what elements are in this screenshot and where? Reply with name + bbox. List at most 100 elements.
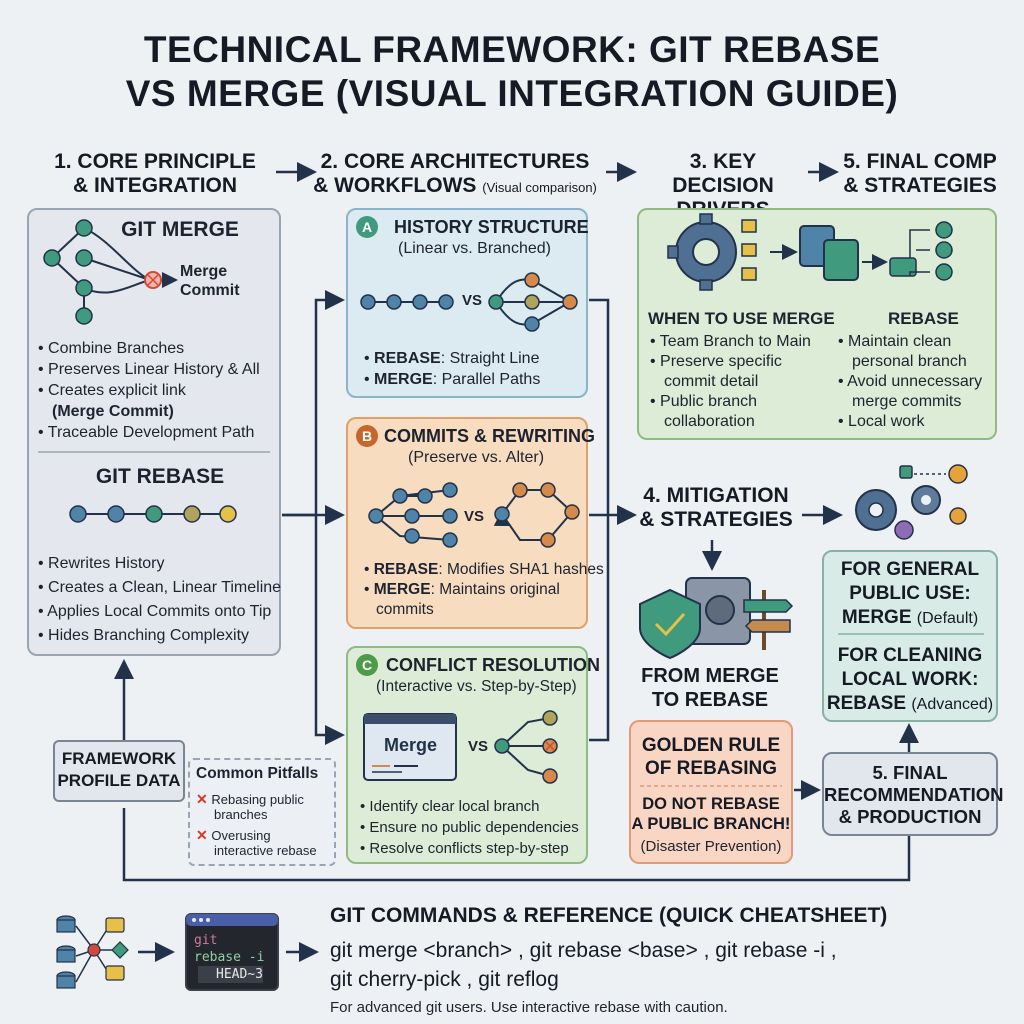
- rebase-bullet-2: • Creates a Clean, Linear Timeline: [38, 579, 282, 596]
- terminal-line-1: git: [194, 933, 218, 948]
- rebase-bullets: • Rewrites History • Creates a Clean, Li…: [38, 552, 281, 648]
- profile-line2: PROFILE DATA: [57, 771, 181, 790]
- card-a-linear-icon: [360, 294, 454, 310]
- commits-rewriting-card: [346, 417, 588, 629]
- puzzle-icon: [799, 225, 859, 281]
- conflict-resolution-sub: (Interactive vs. Step-by-Step): [376, 678, 577, 695]
- card-a-branched-icon: [488, 272, 578, 332]
- when-rebase-bullet-1-text: Maintain clean: [848, 333, 952, 350]
- history-structure-title: HISTORY STRUCTURE: [394, 217, 589, 237]
- card-a-bullet-1: • REBASE: Straight Line: [364, 350, 540, 367]
- final-recommendation: 5. FINAL RECOMMENDATION & PRODUCTION: [824, 762, 1004, 828]
- card-b-merge-val2: commits: [376, 601, 434, 618]
- final-recommendation-box: [822, 752, 998, 836]
- pitfall-1-line2: branches: [214, 807, 268, 822]
- conflict-resolution-title: CONFLICT RESOLUTION: [386, 655, 600, 675]
- card-c-bullet-2-text: Ensure no public dependencies: [369, 819, 579, 836]
- card-c-conflict-graph-icon: [494, 710, 558, 784]
- when-merge-bullet-2b: commit detail: [664, 373, 759, 390]
- merge-bullet-4-text: Traceable Development Path: [47, 424, 255, 441]
- strategy-general-line3: MERGE (Default): [824, 606, 996, 631]
- when-merge-bullet-2: • Preserve specific: [650, 353, 782, 370]
- when-rebase-bullet-3: • Local work: [838, 413, 925, 430]
- pitfall-2-line2: interactive rebase: [214, 843, 317, 858]
- card-b-bullet-2: • MERGE: Maintains original: [364, 581, 560, 598]
- strategy-cleaning-note: (Advanced): [911, 696, 994, 713]
- rebase-line-icon: [69, 505, 237, 523]
- when-rebase-bullets: • Maintain clean personal branch • Avoid…: [838, 332, 982, 432]
- strategy-general-line1: FOR GENERAL: [840, 559, 980, 580]
- title-line-1: TECHNICAL FRAMEWORK: GIT REBASE: [143, 29, 881, 70]
- pitfall-1-line1: Rebasing public: [211, 792, 304, 807]
- merge-bullet-3-text: Creates explicit link: [48, 382, 186, 399]
- badge-c: C: [356, 654, 378, 676]
- when-merge-bullet-1: • Team Branch to Main: [650, 333, 811, 350]
- header-core-architectures-line2: & WORKFLOWS: [313, 174, 477, 197]
- connector-cards-merge: [589, 298, 610, 742]
- when-merge-bullet-2-text: Preserve specific: [660, 353, 782, 370]
- merge-bullet-4: • Traceable Development Path: [38, 424, 255, 441]
- merge-bullet-1-text: Combine Branches: [48, 340, 185, 357]
- header-core-architectures: 2. CORE ARCHITECTURES & WORKFLOWS (Visua…: [300, 150, 610, 200]
- commands-title: GIT COMMANDS & REFERENCE (QUICK CHEATSHE…: [330, 904, 888, 927]
- badge-a: A: [356, 216, 378, 238]
- final-line3: & PRODUCTION: [838, 806, 982, 827]
- final-line2: RECOMMENDATION: [824, 784, 1004, 805]
- history-structure-sub: (Linear vs. Branched): [398, 240, 551, 257]
- final-line1: 5. FINAL: [872, 762, 948, 783]
- strategy-cleaning-key: REBASE: [826, 693, 907, 714]
- from-merge-to-rebase: FROM MERGE TO REBASE: [630, 664, 790, 712]
- card-a-rebase-key: REBASE: [374, 350, 441, 367]
- strategy-cleaning-line3: REBASE (Advanced): [824, 692, 996, 717]
- rebase-bullet-2-text: Creates a Clean, Linear Timeline: [48, 579, 282, 596]
- pitfall-2-line1: Overusing: [211, 828, 271, 843]
- page-title: TECHNICAL FRAMEWORK: GIT REBASE VS MERGE…: [0, 28, 1024, 116]
- golden-rule-title: GOLDEN RULE OF REBASING: [631, 734, 791, 780]
- when-rebase-bullet-3-text: Local work: [848, 413, 925, 430]
- header-core-principle: 1. CORE PRINCIPLE & INTEGRATION: [40, 150, 270, 198]
- commands-list: git merge <branch> , git rebase <base> ,…: [330, 936, 837, 994]
- card-c-bullet-1: • Identify clear local branch: [360, 798, 540, 815]
- card-b-merge-val: : Maintains original: [430, 581, 560, 598]
- header-core-architectures-line2-wrap: & WORKFLOWS (Visual comparison): [300, 174, 610, 200]
- commands-line-2: git cherry-pick , git reflog: [330, 968, 559, 991]
- strategy-cleaning-line1: FOR CLEANING: [837, 645, 983, 666]
- branch-out-icon: [889, 221, 953, 281]
- terminal-text: git rebase -i HEAD~3: [194, 932, 264, 983]
- merge-bullets: • Combine Branches • Preserves Linear Hi…: [38, 338, 260, 443]
- card-c-merge-window-icon: [363, 713, 457, 781]
- when-rebase-bullet-2: • Avoid unnecessary: [838, 373, 983, 390]
- card-a-bullets: • REBASE: Straight Line • MERGE: Paralle…: [364, 348, 540, 390]
- merge-bullet-2-text: Preserves Linear History & All: [48, 361, 260, 378]
- commits-rewriting-title: COMMITS & REWRITING: [384, 426, 595, 446]
- card-b-rebase-val: : Modifies SHA1 hashes: [438, 561, 604, 578]
- card-a-bullet-2: • MERGE: Parallel Paths: [364, 371, 541, 388]
- card-a-vs: VS: [462, 292, 483, 309]
- golden-warn-line2: A PUBLIC BRANCH!: [631, 815, 791, 833]
- when-merge-bullet-3-text: Public branch: [660, 393, 757, 410]
- database-branch-icon: [56, 915, 129, 989]
- git-merge-title: GIT MERGE: [121, 218, 239, 241]
- strategy-general-key: MERGE: [841, 607, 912, 628]
- gear-icon: [667, 213, 757, 291]
- connector-to-card-a: [282, 290, 345, 517]
- header-final-comp: 5. FINAL COMP & STRATEGIES: [840, 150, 1000, 198]
- terminal-line-2: rebase -i: [194, 950, 265, 965]
- rebase-bullet-1-text: Rewrites History: [48, 555, 165, 572]
- mitigation-title-line1: 4. MITIGATION: [643, 484, 789, 507]
- merge-bullet-3-bold: (Merge Commit): [52, 403, 174, 420]
- strategy-general-note: (Default): [916, 610, 979, 627]
- golden-rule-line1: GOLDEN RULE: [641, 735, 781, 756]
- rebase-bullet-1: • Rewrites History: [38, 555, 165, 572]
- merge-commit-label-2: Commit: [180, 282, 240, 299]
- card-c-bullet-2: • Ensure no public dependencies: [360, 819, 579, 836]
- card-c-bullet-1-text: Identify clear local branch: [369, 798, 540, 815]
- card-b-bullets: • REBASE: Modifies SHA1 hashes • MERGE: …: [364, 560, 604, 620]
- merge-bullet-2: • Preserves Linear History & All: [38, 361, 260, 378]
- when-merge-bullet-3b: collaboration: [664, 413, 755, 430]
- header-final-comp-line2: & STRATEGIES: [843, 174, 997, 197]
- header-core-architectures-line1: 2. CORE ARCHITECTURES: [320, 150, 590, 173]
- git-rebase-title: GIT REBASE: [95, 465, 225, 488]
- gears-cluster-icon: [855, 464, 968, 540]
- strategies-panel: [822, 550, 998, 722]
